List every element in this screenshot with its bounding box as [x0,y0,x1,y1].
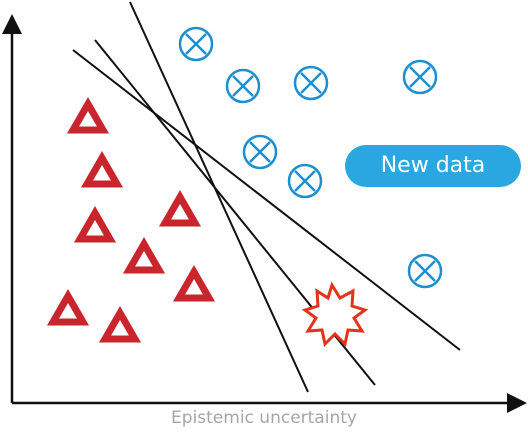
x-axis-arrow [507,393,527,413]
circled-x-icon [287,163,323,199]
triangle-icon [122,236,166,274]
triangle-icon [172,264,216,302]
axes [2,14,527,413]
triangle-icon [73,205,117,243]
boundary-line [72,49,461,351]
circled-x-icon [225,68,261,104]
triangle-icon [158,189,202,227]
circled-x-icon [242,134,278,170]
triangle-icon [80,150,124,188]
circled-x-icon [178,26,214,62]
x-axis-label: Epistemic uncertainty [171,408,357,428]
circled-x-icon [402,59,438,95]
starburst-icon [301,281,369,348]
triangle-icon [98,305,142,343]
circled-x-icon [293,65,329,101]
circled-x-icon [407,253,443,289]
boundary-line [129,1,309,393]
circle-group [178,26,443,289]
new-data-badge: New data [345,145,521,187]
triangle-group [46,96,216,343]
triangle-icon [66,96,110,134]
y-axis-arrow [2,14,22,34]
triangle-icon [46,288,90,326]
